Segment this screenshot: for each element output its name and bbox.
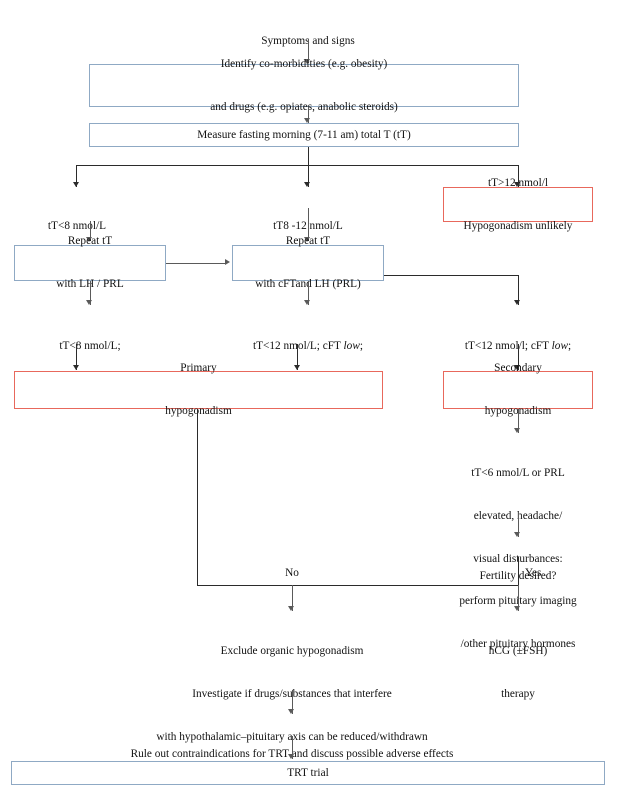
cond-mid-tt: tT<12 nmol/L; cFT	[252, 340, 344, 353]
arrowhead-secondary	[514, 365, 521, 370]
connector-primary-down	[197, 409, 199, 586]
connector-fertility-down	[517, 557, 519, 586]
arrowhead-repeat-left	[86, 237, 93, 242]
pituitary-line2: elevated, headache/	[473, 510, 563, 523]
label-rule-out-contraindications: Rule out contraindications for TRT and d…	[71, 719, 513, 790]
connector-split-horizontal	[76, 165, 518, 167]
ruleout-line1: Rule out contraindications for TRT and d…	[130, 748, 454, 761]
cond-left-line1: tT<8 nmol/L;	[59, 340, 121, 353]
arrowhead-primary-left	[72, 365, 79, 370]
label-pituitary-workup: tT<6 nmol/L or PRL elevated, headache/ v…	[421, 438, 615, 679]
label-hcg-therapy: hCG (±FSH) therapy	[443, 616, 593, 730]
label-fertility-desired: Fertility desired?	[440, 541, 596, 612]
arrowhead-trt	[288, 754, 295, 759]
arrowhead-cond-right	[514, 300, 521, 305]
label-no: No	[285, 567, 299, 579]
arrowhead-repeat-mid	[304, 237, 311, 242]
management-line1: Exclude organic hypogonadism	[220, 645, 364, 658]
primary-line1: Primary	[180, 362, 217, 375]
fertility-line1: Fertility desired?	[479, 570, 557, 583]
cond-right-line1: tT<12 nmol/l; cFT low;	[447, 339, 589, 353]
branch-low-line1: tT<8 nmol/L	[47, 220, 107, 233]
connector-cond-right-to-secondary	[517, 344, 519, 370]
cond-right-tt: tT<12 nmol/l; cFT	[464, 340, 552, 353]
box-trt-trial[interactable]: TRT trial	[11, 761, 605, 785]
box-secondary-hypogonadism[interactable]: Secondary hypogonadism	[443, 362, 593, 417]
connector-repeat-left-down	[89, 281, 91, 305]
management-line3: with hypothalamic–pituitary axis can be …	[156, 730, 428, 743]
connector-repeat-mid-down	[307, 281, 309, 305]
connector-right-down	[517, 275, 519, 305]
repeat-left-line1: Repeat tT	[67, 235, 113, 248]
connector-start-to-identify	[307, 39, 309, 63]
hcg-line2: therapy	[501, 688, 535, 701]
arrowhead-ruleout	[288, 709, 295, 714]
box-hypogonadism-unlikely[interactable]: tT>12 nmol/l Hypogonadism unlikely	[443, 177, 593, 232]
repeat-mid-line2: with cFTand LH (PRL)	[255, 278, 361, 291]
connector-repeat-mid-to-right	[384, 275, 518, 277]
arrowhead-no-branch	[288, 606, 295, 611]
arrowhead-start-to-identify	[304, 59, 311, 64]
arrowhead-primary-mid	[293, 365, 300, 370]
connector-ruleout-to-trt	[291, 736, 293, 759]
identify-line1: Identify co-morbidities (e.g. obesity)	[220, 57, 388, 70]
box-measure-total-t[interactable]: Measure fasting morning (7-11 am) total …	[89, 123, 519, 147]
pituitary-line5: /other pituitary hormones	[460, 637, 576, 650]
connector-split-left	[76, 165, 78, 187]
arrowhead-branch-low	[72, 182, 79, 187]
connector-split-mid	[307, 165, 309, 187]
arrowhead-cond-mid	[304, 300, 311, 305]
arrowhead-pituitary	[514, 428, 521, 433]
arrowhead-repeat-left-to-mid	[225, 259, 230, 266]
branch-high-line2: Hypogonadism unlikely	[463, 219, 573, 232]
connector-low-to-repeat-left	[89, 221, 91, 241]
node-symptoms-line1: Symptoms and signs	[261, 35, 355, 48]
primary-line2: hypogonadism	[165, 405, 232, 418]
connector-management-to-ruleout	[291, 690, 293, 714]
cond-mid-line1: tT<12 nmol/L; cFT low;	[237, 339, 379, 353]
label-yes: Yes	[525, 567, 542, 579]
arrowhead-branch-mid	[304, 182, 311, 187]
arrowhead-branch-high	[514, 182, 521, 187]
cond-right-tail: ;	[568, 340, 572, 353]
box-identify-comorbidities[interactable]: Identify co-morbidities (e.g. obesity) a…	[89, 58, 519, 113]
branch-high-line1: tT>12 nmol/l	[487, 176, 548, 189]
connector-measure-down	[307, 147, 309, 166]
repeat-mid-line1: Repeat tT	[285, 235, 331, 248]
cond-mid-low: low	[343, 340, 360, 353]
identify-line2: and drugs (e.g. opiates, anabolic steroi…	[210, 100, 398, 113]
connector-split-right	[517, 165, 519, 187]
trt-line1: TRT trial	[287, 766, 329, 779]
arrowhead-identify-to-measure	[304, 118, 311, 123]
connector-cond-left-to-primary	[76, 344, 78, 370]
connector-secondary-to-pituitary	[517, 409, 519, 433]
connector-pituitary-to-fertility	[517, 512, 519, 537]
connector-yes-down	[517, 585, 519, 611]
box-primary-hypogonadism[interactable]: Primary hypogonadism	[14, 362, 383, 417]
box-repeat-tt-left[interactable]: Repeat tT with LH / PRL	[14, 235, 166, 290]
cond-mid-tail: ;	[359, 340, 364, 353]
branch-mid-line1: tT8 -12 nmol/L	[273, 220, 343, 233]
connector-cond-mid-to-primary	[297, 344, 299, 370]
connector-identify-to-measure	[307, 107, 309, 123]
cond-right-low: low	[551, 340, 568, 353]
arrowhead-yes-branch	[514, 606, 521, 611]
box-repeat-tt-mid[interactable]: Repeat tT with cFTand LH (PRL)	[232, 235, 384, 290]
connector-repeat-left-to-mid	[166, 263, 226, 265]
connector-mid-to-repeat-mid	[307, 208, 309, 241]
label-branch-mid: tT8 -12 nmol/L	[237, 191, 379, 262]
connector-no-yes-horizontal	[197, 585, 518, 587]
hcg-line1: hCG (±FSH)	[488, 645, 548, 658]
pituitary-line1: tT<6 nmol/L or PRL	[471, 467, 565, 480]
arrowhead-fertility	[514, 532, 521, 537]
secondary-line1: Secondary	[494, 362, 542, 375]
arrowhead-cond-left	[86, 300, 93, 305]
connector-no-down	[291, 585, 293, 611]
measure-line1: Measure fasting morning (7-11 am) total …	[197, 128, 411, 141]
